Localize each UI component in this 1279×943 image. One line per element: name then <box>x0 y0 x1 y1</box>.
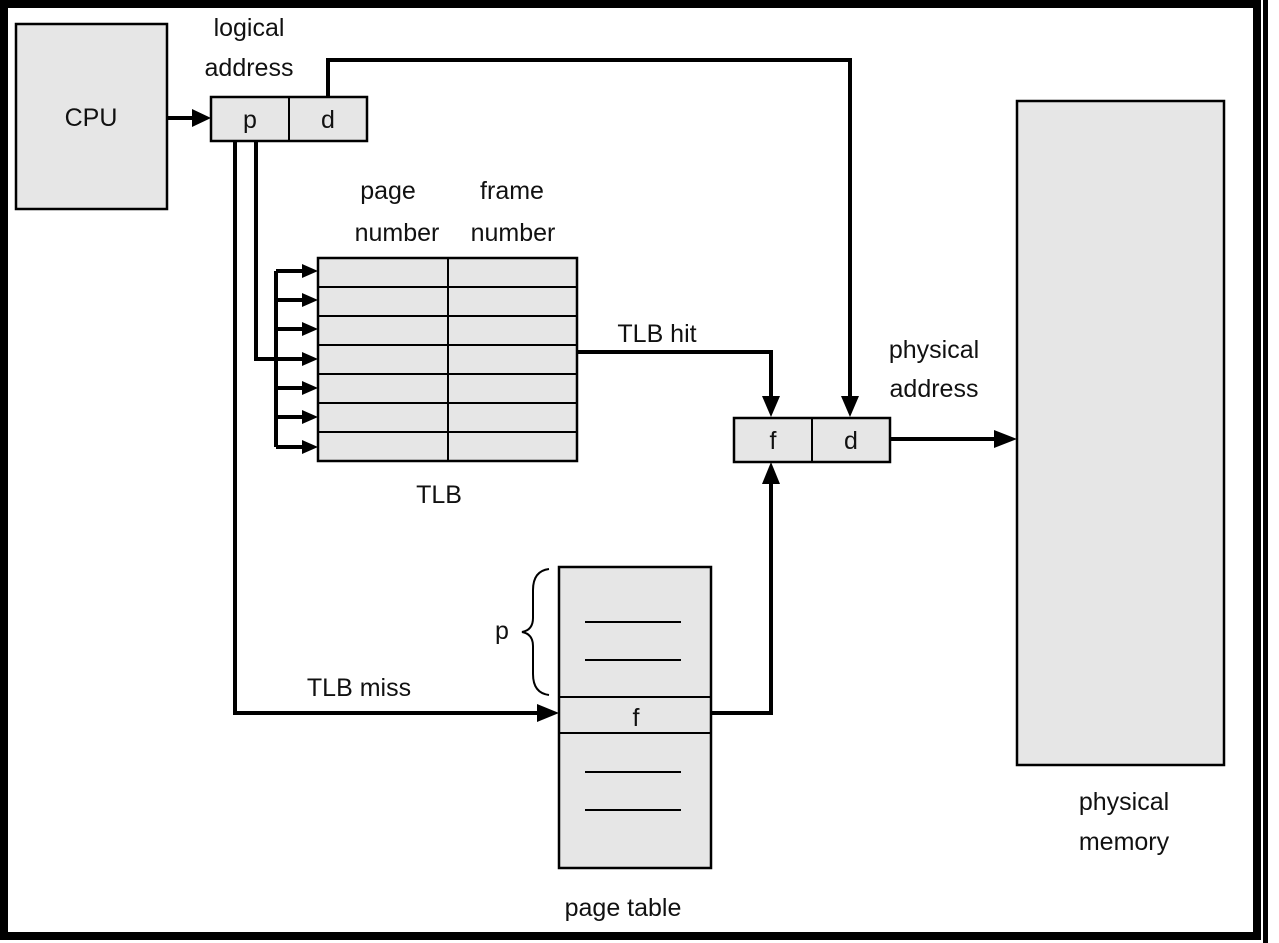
tlb-search-arrowhead <box>302 381 318 395</box>
tlb-search-arrowhead <box>302 293 318 307</box>
logical-address-p: p <box>243 106 257 134</box>
logical-address-block: logical address p d <box>205 14 369 143</box>
physical-address-block: f d <box>732 416 892 464</box>
page-table-to-frame-wire <box>711 482 773 715</box>
tlb-hit-arrowhead <box>762 396 780 417</box>
physical-memory-box <box>1015 99 1226 767</box>
d-offset-wire <box>326 58 852 398</box>
tlb-hit-label: TLB hit <box>617 320 696 348</box>
address-to-memory-arrowhead <box>994 430 1017 448</box>
physical-memory-label-line1: physical <box>1079 788 1169 816</box>
cpu-box <box>14 22 169 211</box>
page-offset-brace <box>521 568 550 696</box>
tlb-table <box>316 256 579 463</box>
physical-address-label-line1: physical <box>889 336 979 364</box>
tlb-col-frame-line1: frame <box>480 177 544 205</box>
tlb-search-arrowhead <box>302 322 318 336</box>
logical-address-d: d <box>321 106 335 134</box>
physical-address-d: d <box>844 427 858 455</box>
physical-address-f: f <box>770 427 777 455</box>
tlb-hit-wire <box>577 350 773 398</box>
logical-address-label-line1: logical <box>214 14 285 42</box>
cpu-block: CPU <box>14 22 169 211</box>
tlb-miss-wire <box>233 141 539 715</box>
tlb-col-frame-line2: number <box>471 219 556 247</box>
tlb-search-arrowhead <box>302 410 318 424</box>
tlb-search-arrowhead <box>302 352 318 366</box>
physical-address-label-line2: address <box>890 375 979 403</box>
logical-address-label-line2: address <box>205 54 294 82</box>
tlb-col-page-line2: number <box>355 219 440 247</box>
page-table-to-frame-arrowhead <box>762 462 780 484</box>
cpu-label: CPU <box>65 104 118 132</box>
tlb-miss-label: TLB miss <box>307 674 411 702</box>
tlb-col-page-line1: page <box>360 177 416 205</box>
tlb-label: TLB <box>416 481 462 509</box>
page-table-label: page table <box>565 894 682 922</box>
outer-border-right-edge <box>1263 0 1268 943</box>
page-table: f <box>557 565 713 870</box>
d-offset-arrowhead <box>841 396 859 417</box>
physical-memory-label-line2: memory <box>1079 828 1170 856</box>
tlb-search-arrowhead <box>302 264 318 278</box>
tlb-search-arrowhead <box>302 440 318 454</box>
page-table-p-label: p <box>495 617 509 645</box>
cpu-to-logical-arrowhead <box>192 109 211 127</box>
page-table-box <box>557 565 713 870</box>
tlb-miss-arrowhead <box>537 704 559 722</box>
p-to-tlb-wire <box>254 141 276 361</box>
tlb-search-arrows <box>276 264 318 454</box>
page-table-f: f <box>633 704 640 732</box>
